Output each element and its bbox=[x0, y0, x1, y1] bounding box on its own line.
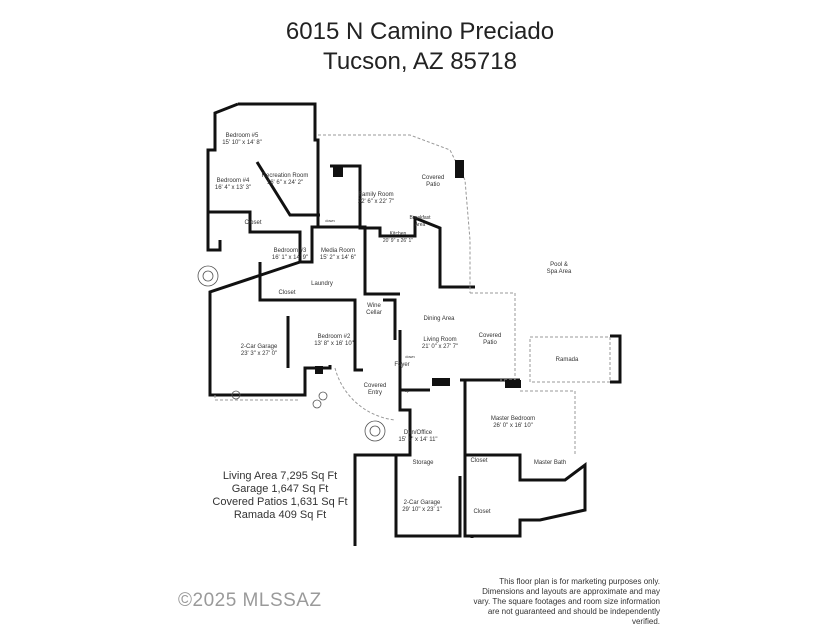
stat-living-area: Living Area 7,295 Sq Ft bbox=[222, 470, 338, 482]
room-label: Closet bbox=[244, 220, 262, 226]
room-label: Closet bbox=[473, 509, 491, 515]
watermark: ©2025 MLSSAZ bbox=[178, 590, 322, 611]
room-label: Covered Patio bbox=[421, 175, 445, 188]
room-label: Master Bath bbox=[533, 460, 567, 466]
address-line-2: Tucson, AZ 85718 bbox=[323, 48, 517, 75]
stair-annotation: down bbox=[405, 354, 415, 359]
room-label: Dining Area bbox=[423, 316, 455, 322]
fireplaces bbox=[315, 160, 521, 388]
stat-ramada: Ramada 409 Sq Ft bbox=[233, 509, 327, 521]
room-label: Laundry bbox=[311, 281, 333, 287]
room-label: Closet bbox=[470, 458, 488, 464]
stair-annotation: down bbox=[325, 218, 335, 223]
room-label: Covered Entry bbox=[363, 383, 387, 396]
walls bbox=[206, 102, 622, 546]
room-label: Breakfast Area bbox=[409, 215, 431, 228]
stair-annotation: up bbox=[404, 388, 410, 393]
landscape-trees bbox=[197, 265, 386, 442]
room-label: Storage bbox=[412, 460, 434, 466]
stat-covered-patios: Covered Patios 1,631 Sq Ft bbox=[212, 496, 348, 508]
room-label: Covered Patio bbox=[478, 333, 502, 346]
disclaimer: This floor plan is for marketing purpose… bbox=[473, 577, 660, 626]
stat-garage: Garage 1,647 Sq Ft bbox=[231, 483, 329, 495]
address-line-1: 6015 N Camino Preciado bbox=[285, 18, 555, 45]
room-label: Pool & Spa Area bbox=[546, 262, 572, 275]
room-label: Ramada bbox=[555, 357, 579, 363]
room-label: Closet bbox=[278, 290, 296, 296]
room-label: Wine Cellar bbox=[366, 303, 382, 316]
area-summary: Living Area 7,295 Sq Ft Garage 1,647 Sq … bbox=[200, 470, 360, 522]
room-label: Foyer bbox=[394, 362, 410, 368]
